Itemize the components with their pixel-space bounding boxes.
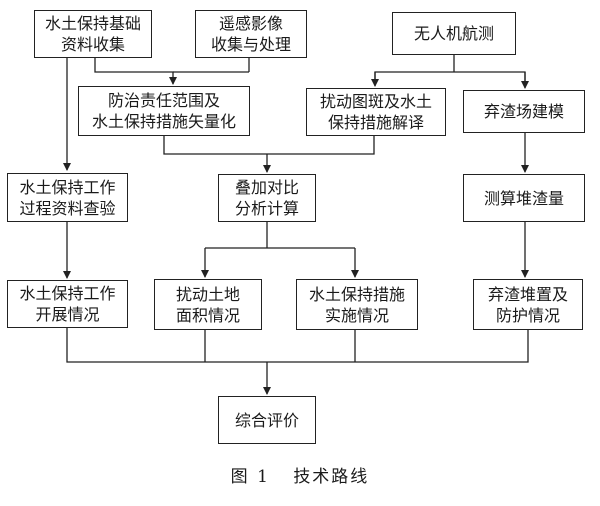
box-overlay-analysis: 叠加对比分析计算 [218,174,316,222]
box-basic-data: 水土保持基础资料收集 [34,10,152,58]
box-interpretation: 扰动图斑及水土保持措施解译 [306,88,446,136]
box-work-status: 水土保持工作开展情况 [7,280,128,328]
figure-title: 技术路线 [293,467,370,487]
box-measures-status: 水土保持措施实施情况 [296,279,418,330]
box-volume-calc: 测算堆渣量 [463,174,585,222]
box-uav-survey: 无人机航测 [392,12,516,55]
line-merge-to-overlay [163,136,375,155]
box-text: 水土保持工作过程资料查验 [19,177,116,218]
box-text: 水土保持基础资料收集 [44,14,141,54]
box-text: 综合评价 [234,410,299,430]
box-text: 弃渣堆置及防护情况 [487,284,568,325]
box-text: 弃渣场建模 [483,102,564,121]
box-vectorization: 防治责任范围及水土保持措施矢量化 [78,86,250,136]
box-text: 水土保持工作开展情况 [19,284,116,324]
box-text: 无人机航测 [413,24,494,43]
figure-caption: 图 1 技术路线 [0,462,600,487]
line-uav-split [374,71,526,84]
box-evaluation: 综合评价 [218,396,316,444]
box-text: 测算堆渣量 [483,188,564,208]
box-process-check: 水土保持工作过程资料查验 [7,173,128,222]
box-disturbed-area: 扰动土地面积情况 [154,279,262,330]
box-text: 扰动土地面积情况 [175,284,240,325]
box-spoil-status: 弃渣堆置及防护情况 [473,279,583,330]
figure-number: 图 1 [230,467,270,487]
line-bottom-merge [66,328,529,363]
box-spoil-modeling: 弃渣场建模 [463,90,585,133]
box-text: 遥感影像收集与处理 [210,14,291,54]
box-remote-sensing: 遥感影像收集与处理 [195,10,307,58]
arrow-merge-to-vectorization [94,58,177,85]
box-text: 扰动图斑及水土保持措施解译 [319,92,432,132]
box-text: 水土保持措施实施情况 [308,284,405,325]
box-text: 防治责任范围及水土保持措施矢量化 [91,91,236,131]
box-text: 叠加对比分析计算 [234,178,299,218]
